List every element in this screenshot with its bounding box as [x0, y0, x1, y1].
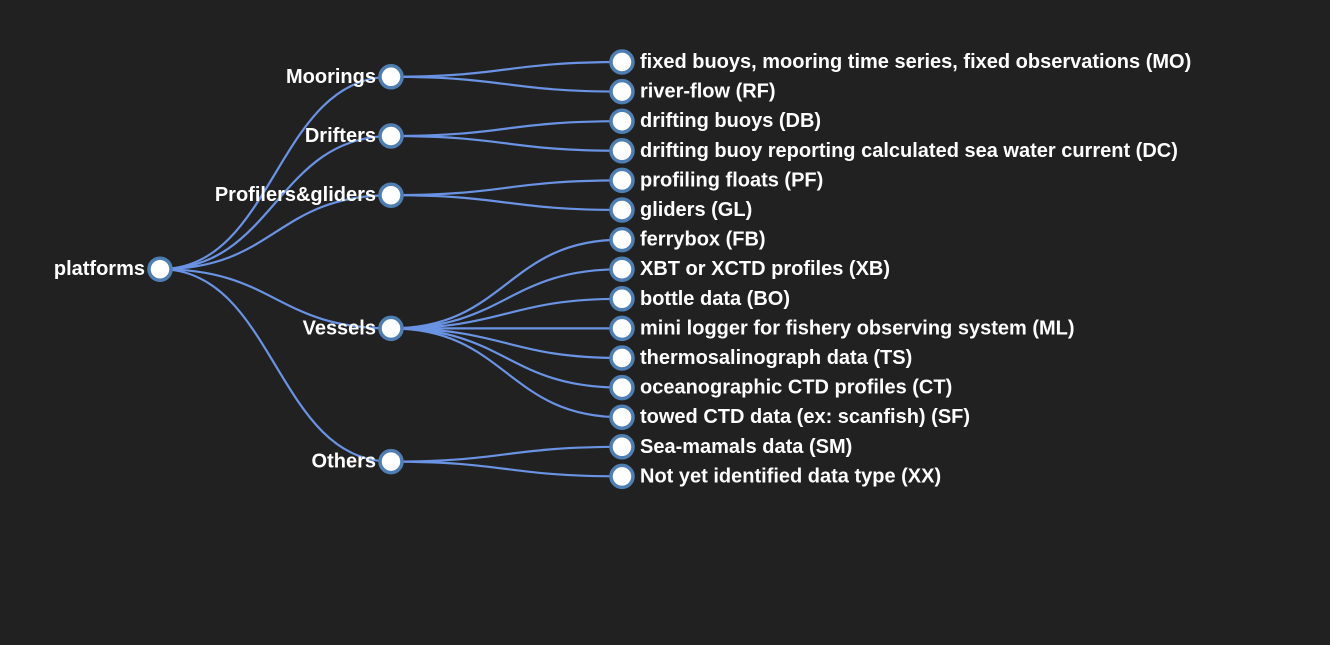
- moorings-node[interactable]: Moorings: [286, 64, 404, 90]
- drifters-node[interactable]: Drifters: [305, 123, 404, 149]
- others-node[interactable]: Others: [312, 448, 404, 475]
- vessels-leaf-4-node-circle[interactable]: [609, 345, 635, 371]
- link-platforms-drifters: [159, 134, 392, 271]
- link-others-0: [390, 445, 623, 463]
- vessels-leaf-4-label: thermosalinograph data (TS): [640, 347, 912, 369]
- moorings-label: Moorings: [286, 66, 376, 88]
- vessels-leaf-6-node-circle[interactable]: [609, 404, 635, 430]
- link-vessels-1: [390, 268, 623, 330]
- tree-nodes: platforms Moorings fixed buoys, mooring ti…: [54, 49, 1191, 490]
- link-vessels-2: [390, 297, 623, 330]
- vessels-leaf-1-label: XBT or XCTD profiles (XB): [640, 258, 890, 280]
- link-vessels-4: [390, 327, 623, 360]
- vessels-leaf-2-node-circle[interactable]: [609, 286, 635, 312]
- link-vessels-0: [390, 238, 623, 330]
- vessels-leaf-3-node-circle[interactable]: [609, 315, 635, 342]
- link-platforms-others: [159, 268, 392, 463]
- profilers-gliders-node[interactable]: Profilers&gliders: [215, 182, 404, 208]
- link-others-1: [390, 460, 623, 478]
- vessels-leaf-5-node-circle[interactable]: [609, 374, 635, 401]
- link-drifters-0: [390, 120, 623, 138]
- moorings-leaf-0-node[interactable]: fixed buoys, mooring time series, fixed …: [609, 49, 1191, 75]
- vessels-leaf-0-node-circle[interactable]: [609, 226, 635, 253]
- vessels-label: Vessels: [303, 317, 376, 339]
- profilers-gliders-leaf-0-node[interactable]: profiling floats (PF): [609, 167, 823, 194]
- drifters-leaf-0-node[interactable]: drifting buoys (DB): [609, 108, 821, 134]
- link-drifters-1: [390, 134, 623, 152]
- drifters-leaf-0-node-circle[interactable]: [609, 108, 635, 134]
- link-platforms-profilers-gliders: [159, 194, 392, 271]
- vessels-leaf-3-node[interactable]: mini logger for fishery observing system…: [609, 315, 1075, 342]
- platforms-label: platforms: [54, 258, 145, 280]
- tree-links: [159, 60, 623, 478]
- others-label: Others: [312, 451, 376, 473]
- others-leaf-1-node[interactable]: Not yet identified data type (XX): [609, 463, 941, 490]
- profilers-gliders-leaf-1-label: gliders (GL): [640, 199, 752, 221]
- link-platforms-vessels: [159, 268, 392, 330]
- link-platforms-moorings: [159, 75, 392, 271]
- profilers-gliders-leaf-1-node[interactable]: gliders (GL): [609, 197, 752, 223]
- profilers-gliders-leaf-0-label: profiling floats (PF): [640, 169, 823, 191]
- moorings-leaf-0-label: fixed buoys, mooring time series, fixed …: [640, 51, 1191, 73]
- vessels-leaf-2-node[interactable]: bottle data (BO): [609, 286, 790, 312]
- vessels-leaf-0-label: ferrybox (FB): [640, 229, 766, 251]
- profilers-gliders-leaf-1-node-circle[interactable]: [609, 197, 635, 223]
- moorings-node-circle[interactable]: [378, 64, 404, 90]
- platforms-node-circle[interactable]: [147, 256, 173, 282]
- profilers-gliders-leaf-0-node-circle[interactable]: [609, 167, 635, 194]
- vessels-leaf-6-label: towed CTD data (ex: scanfish) (SF): [640, 406, 970, 428]
- vessels-leaf-0-node[interactable]: ferrybox (FB): [609, 226, 766, 253]
- link-profilers-gliders-1: [390, 194, 623, 212]
- others-leaf-1-node-circle[interactable]: [609, 463, 635, 490]
- others-leaf-0-node-circle[interactable]: [609, 434, 635, 460]
- profilers-gliders-label: Profilers&gliders: [215, 184, 376, 206]
- moorings-leaf-1-node-circle[interactable]: [609, 78, 635, 105]
- vessels-leaf-4-node[interactable]: thermosalinograph data (TS): [609, 345, 912, 371]
- vessels-leaf-3-label: mini logger for fishery observing system…: [640, 317, 1075, 339]
- others-node-circle[interactable]: [378, 448, 404, 475]
- vessels-leaf-1-node[interactable]: XBT or XCTD profiles (XB): [609, 256, 890, 282]
- vessels-node-circle[interactable]: [378, 315, 404, 342]
- others-leaf-0-node[interactable]: Sea-mamals data (SM): [609, 434, 852, 460]
- link-vessels-6: [390, 327, 623, 419]
- link-profilers-gliders-0: [390, 179, 623, 197]
- drifters-leaf-1-label: drifting buoy reporting calculated sea w…: [640, 140, 1178, 162]
- platforms-node[interactable]: platforms: [54, 256, 173, 282]
- link-moorings-0: [390, 60, 623, 78]
- vessels-leaf-5-label: oceanographic CTD profiles (CT): [640, 377, 952, 399]
- others-leaf-0-label: Sea-mamals data (SM): [640, 436, 852, 458]
- drifters-leaf-1-node[interactable]: drifting buoy reporting calculated sea w…: [609, 138, 1178, 164]
- drifters-leaf-0-label: drifting buoys (DB): [640, 110, 821, 132]
- moorings-leaf-1-node[interactable]: river-flow (RF): [609, 78, 776, 105]
- drifters-node-circle[interactable]: [378, 123, 404, 149]
- moorings-leaf-0-node-circle[interactable]: [609, 49, 635, 75]
- link-vessels-5: [390, 327, 623, 389]
- moorings-leaf-1-label: river-flow (RF): [640, 81, 776, 103]
- link-moorings-1: [390, 75, 623, 93]
- drifters-leaf-1-node-circle[interactable]: [609, 138, 635, 164]
- profilers-gliders-node-circle[interactable]: [378, 182, 404, 208]
- vessels-node[interactable]: Vessels: [303, 315, 404, 342]
- vessels-leaf-2-label: bottle data (BO): [640, 288, 790, 310]
- others-leaf-1-label: Not yet identified data type (XX): [640, 465, 941, 487]
- vessels-leaf-1-node-circle[interactable]: [609, 256, 635, 282]
- vessels-leaf-6-node[interactable]: towed CTD data (ex: scanfish) (SF): [609, 404, 970, 430]
- drifters-label: Drifters: [305, 125, 376, 147]
- vessels-leaf-5-node[interactable]: oceanographic CTD profiles (CT): [609, 374, 952, 401]
